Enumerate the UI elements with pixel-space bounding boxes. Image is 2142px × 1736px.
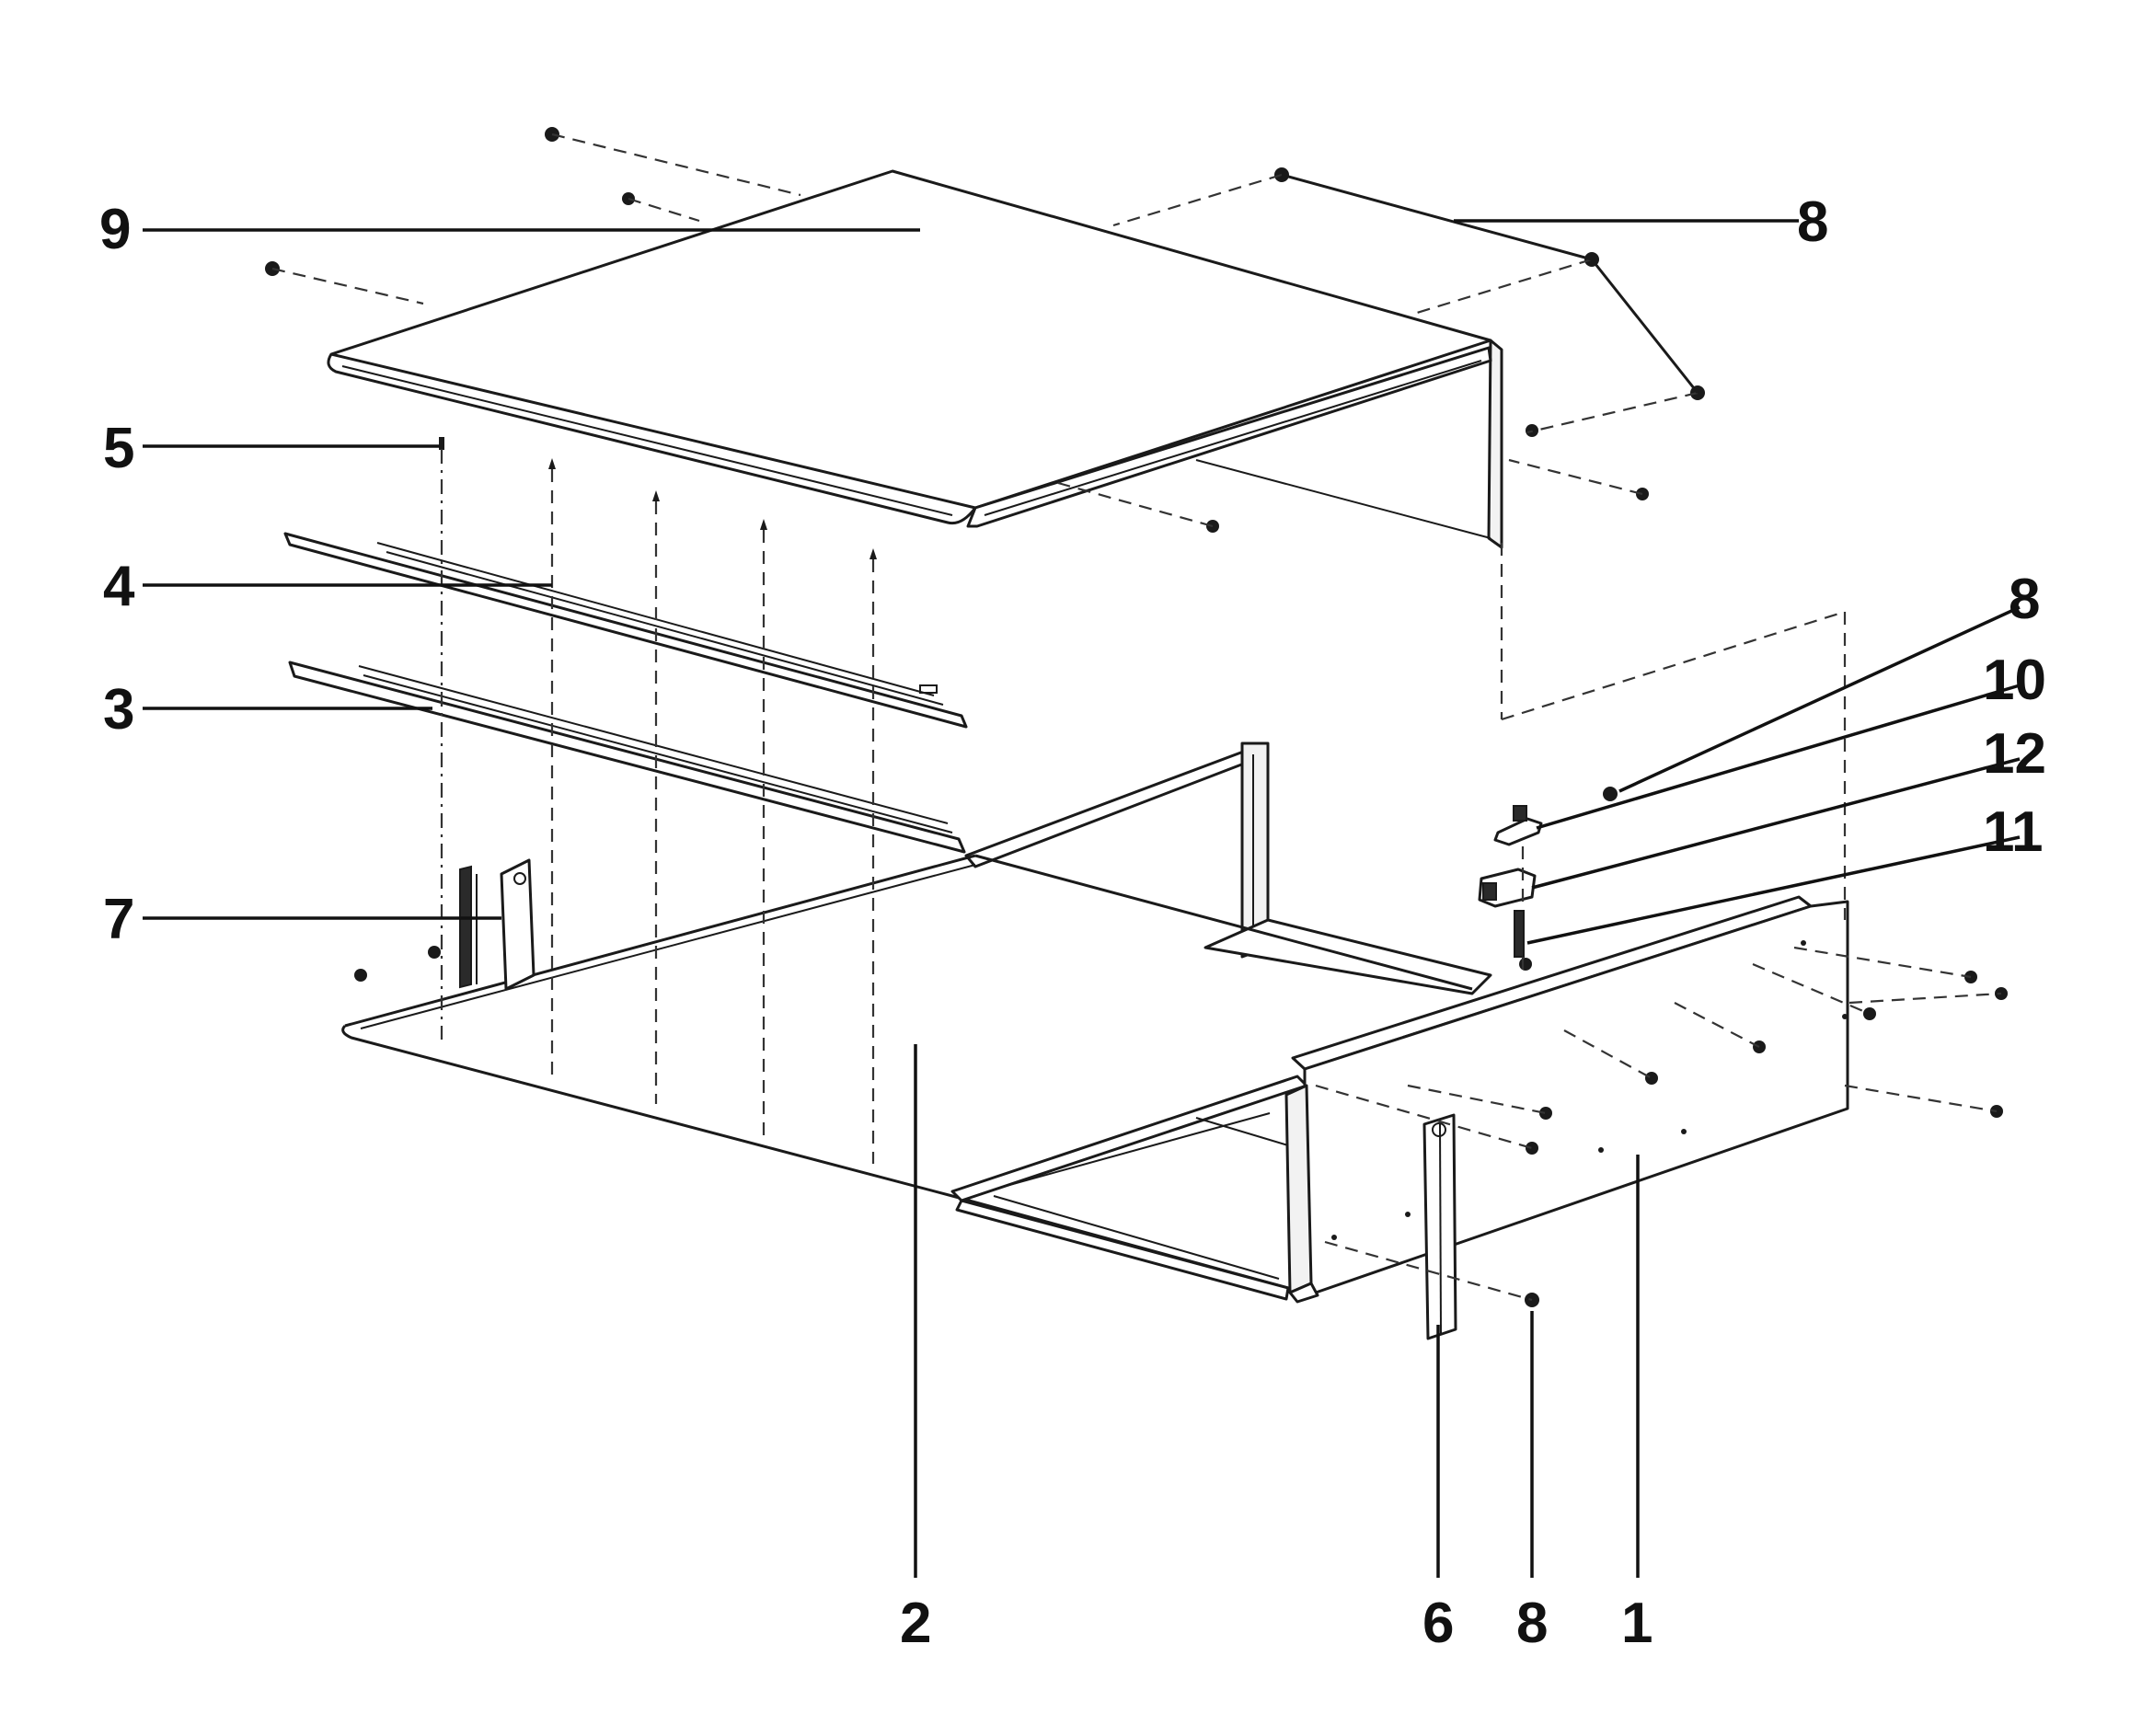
label-2: 2 [900,1592,931,1655]
screws-and-projection-lines [265,127,2008,1307]
callout-labels: 9 8 5 4 3 7 8 10 12 11 2 6 8 1 [99,190,2046,1655]
label-5: 5 [103,417,134,480]
label-10: 10 [1983,649,2046,712]
label-9: 9 [99,198,131,261]
spring-part-11 [1514,910,1525,958]
label-8-top: 8 [1797,190,1828,254]
leader-lines [143,219,2021,1578]
top-cover-part-9 [327,169,1503,549]
strip-part-3 [288,661,966,854]
label-12: 12 [1983,722,2046,786]
latch-part-12 [1478,868,1537,908]
label-11: 11 [1983,800,2044,864]
label-8-bottom: 8 [1516,1592,1548,1655]
label-3: 3 [103,678,134,742]
label-1: 1 [1621,1592,1653,1655]
label-4: 4 [103,555,135,618]
label-7: 7 [103,888,134,951]
label-6: 6 [1422,1592,1454,1655]
bracket-part-10 [1493,805,1543,846]
post-part-6 [1422,1113,1457,1340]
bracket-part-7 [354,858,536,991]
label-8-mid: 8 [2009,568,2040,631]
